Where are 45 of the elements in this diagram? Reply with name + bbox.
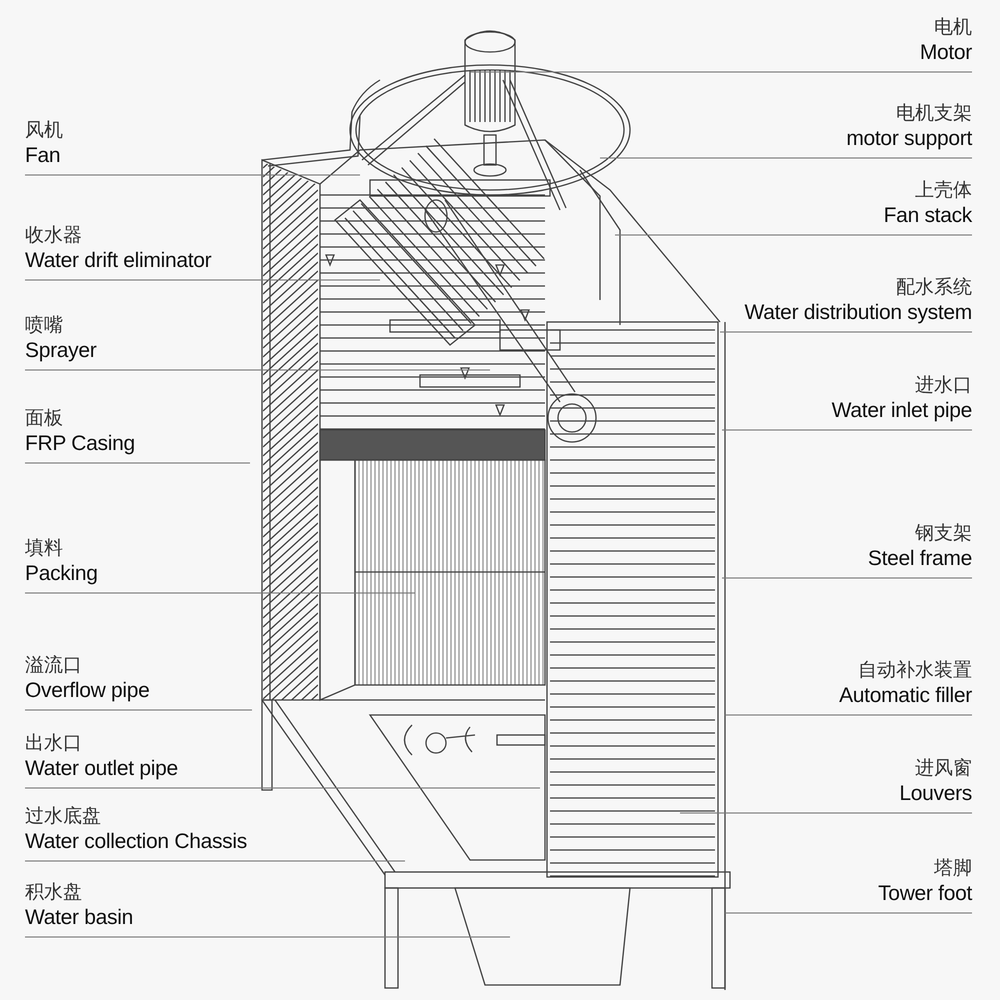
chinese-label: 自动补水装置 (858, 658, 972, 683)
english-label: Water outlet pipe (25, 756, 178, 782)
english-label: Steel frame (868, 546, 972, 572)
chinese-label: 钢支架 (915, 521, 972, 546)
chinese-label: 电机 (934, 15, 972, 40)
chinese-label: 进水口 (915, 373, 972, 398)
english-label: FRP Casing (25, 431, 135, 457)
english-label: Motor (920, 40, 972, 66)
leader-line (724, 912, 972, 914)
english-label: Sprayer (25, 338, 96, 364)
leader-line (24, 462, 250, 464)
chinese-label: 填料 (25, 536, 64, 561)
english-label: Water distribution system (744, 300, 972, 326)
english-label: Tower foot (878, 881, 972, 907)
english-label: Automatic filler (839, 683, 972, 709)
chinese-label: 面板 (25, 406, 64, 431)
chinese-label: 收水器 (25, 223, 83, 248)
english-label: Water basin (25, 905, 133, 931)
chinese-label: 塔脚 (934, 856, 972, 881)
chinese-label: 溢流口 (25, 653, 83, 678)
leader-line (680, 812, 972, 814)
chinese-label: 过水底盘 (25, 804, 102, 829)
english-label: motor support (846, 126, 972, 152)
leader-line (724, 714, 972, 716)
english-label: Water drift eliminator (25, 248, 212, 274)
english-label: Fan stack (884, 203, 972, 229)
chinese-label: 风机 (25, 118, 63, 143)
leader-line (614, 234, 972, 236)
english-label: Overflow pipe (25, 678, 150, 704)
english-label: Louvers (899, 781, 972, 807)
english-label: Fan (25, 143, 62, 169)
english-label: Water collection Chassis (25, 829, 247, 855)
chinese-label: 电机支架 (896, 101, 972, 126)
english-label: Packing (25, 561, 98, 587)
chinese-label: 配水系统 (896, 275, 972, 300)
leader-line (24, 592, 416, 594)
chinese-label: 喷嘴 (25, 313, 64, 338)
english-label: Water inlet pipe (832, 398, 972, 424)
leader-line (24, 860, 406, 862)
chinese-label: 出水口 (25, 731, 83, 756)
leader-line (24, 936, 510, 938)
chinese-label: 上壳体 (915, 178, 972, 203)
chinese-label: 积水盘 (25, 880, 83, 905)
leader-line (24, 174, 360, 176)
chinese-label: 进风窗 (915, 756, 972, 781)
